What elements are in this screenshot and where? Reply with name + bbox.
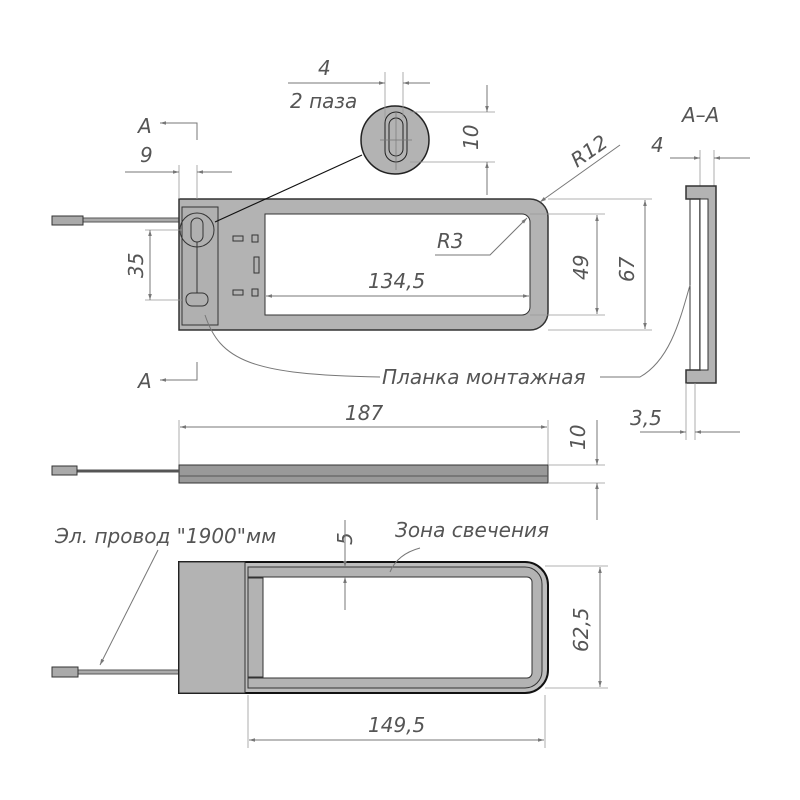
top-view: 4 2 паза 10 A A 9 35 R12 R3 134,5: [51, 56, 652, 393]
slot-count-label: 2 паза: [290, 89, 357, 113]
plate-cutout: [264, 213, 531, 316]
glow-zone-label: Зона свечения: [395, 518, 549, 542]
overall-length-label: 187: [345, 401, 383, 425]
wire-label: Эл. провод "1900"мм: [54, 524, 276, 548]
slot-width-label: 4: [318, 56, 331, 80]
offset-9-label: 9: [140, 143, 153, 167]
section-mark-bottom: A: [136, 369, 152, 393]
section-mark-top: A: [136, 114, 152, 138]
radius-outer-label: R12: [566, 130, 612, 172]
mount-block: [181, 206, 219, 326]
mounting-plate-label: Планка монтажная: [382, 365, 586, 389]
slot-height-label: 10: [459, 125, 483, 150]
section-thickness-label: 3,5: [630, 406, 662, 430]
dim-35-label: 35: [124, 253, 148, 278]
thickness-label: 10: [566, 425, 590, 450]
connector: [51, 215, 84, 226]
inner-height-label: 49: [569, 255, 593, 280]
side-view: 187 10: [51, 401, 605, 520]
section-title: A–A: [680, 103, 719, 127]
radius-inner-label: R3: [437, 229, 464, 253]
inner-length-label: 134,5: [368, 269, 425, 293]
front-height-label: 62,5: [569, 607, 593, 652]
outer-height-label: 67: [615, 256, 639, 282]
section-a-a: A–A 4 3,5: [630, 103, 750, 440]
section-width-label: 4: [651, 133, 664, 157]
front-view: Эл. провод "1900"мм 5 Зона свечения 62,5…: [51, 518, 608, 748]
slot-detail: [360, 105, 430, 175]
front-length-label: 149,5: [368, 713, 425, 737]
